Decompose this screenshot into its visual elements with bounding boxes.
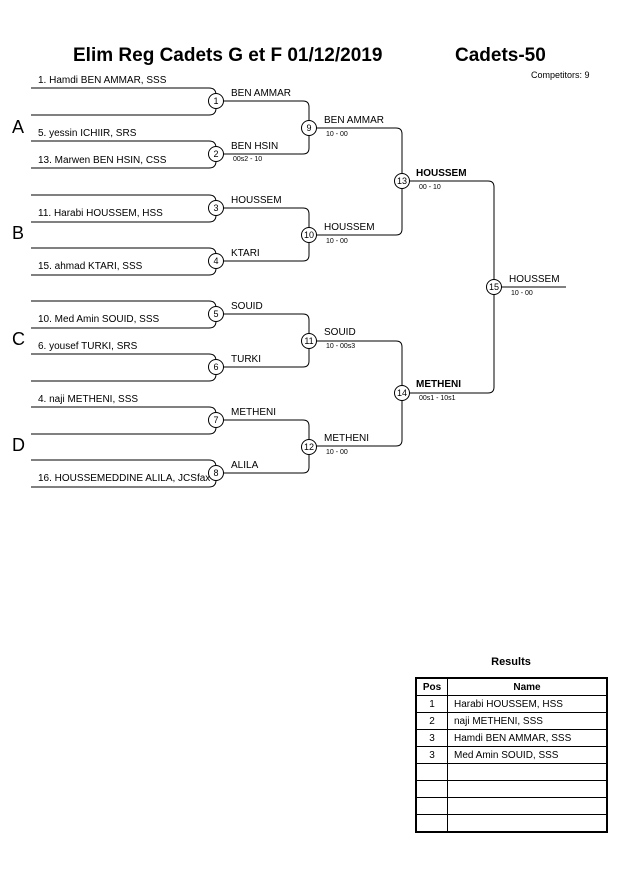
results-name (447, 814, 608, 833)
participant-name: 13. Marwen BEN HSIN, CSS (38, 155, 167, 166)
results-row (415, 797, 608, 815)
results-pos (415, 780, 448, 798)
results-header-row: Pos Name (415, 677, 608, 696)
results-name: Hamdi BEN AMMAR, SSS (447, 729, 608, 747)
match-number-badge: 10 (301, 227, 317, 243)
match-winner: METHENI (324, 433, 369, 444)
match-score: 10 - 00 (326, 449, 348, 456)
match-winner: HOUSSEM (231, 195, 282, 206)
match-number-badge: 1 (208, 93, 224, 109)
results-pos (415, 814, 448, 833)
match-number-badge: 15 (486, 279, 502, 295)
results-pos (415, 763, 448, 781)
results-pos: 2 (415, 712, 448, 730)
pool-label-a: A (12, 117, 25, 137)
results-header-name: Name (447, 677, 608, 696)
results-name: Harabi HOUSSEM, HSS (447, 695, 608, 713)
match-number-badge: 5 (208, 306, 224, 322)
results-name (447, 763, 608, 781)
results-pos: 1 (415, 695, 448, 713)
results-row (415, 814, 608, 833)
participant-name: 5. yessin ICHIIR, SRS (38, 128, 137, 139)
participant-name: 4. naji METHENI, SSS (38, 394, 139, 405)
final-winner: HOUSSEM (509, 274, 560, 285)
match-winner: BEN AMMAR (324, 115, 385, 126)
match-number-badge: 4 (208, 253, 224, 269)
results-header-pos: Pos (415, 677, 448, 696)
match-winner: SOUID (231, 301, 263, 312)
match-number-badge: 9 (301, 120, 317, 136)
event-title: Elim Reg Cadets G et F 01/12/2019 (73, 45, 383, 66)
results-pos: 3 (415, 746, 448, 764)
match-winner: METHENI (416, 379, 461, 390)
competitors-count: Competitors: 9 (531, 70, 590, 80)
pool-label-b: B (12, 223, 25, 243)
match-winner: METHENI (231, 407, 276, 418)
match-number-badge: 7 (208, 412, 224, 428)
match-winner: ALILA (231, 460, 259, 471)
pool-label-c: C (12, 329, 25, 349)
match-number-badge: 12 (301, 439, 317, 455)
pool-label-d: D (12, 435, 25, 455)
participant-name: 16. HOUSSEMEDDINE ALILA, JCSfax (38, 473, 211, 484)
participant-name: 11. Harabi HOUSSEM, HSS (38, 208, 163, 219)
match-score: 10 - 00 (326, 238, 348, 245)
match-score: 00s1 - 10s1 (419, 395, 456, 402)
match-number-badge: 6 (208, 359, 224, 375)
match-number-badge: 14 (394, 385, 410, 401)
results-pos: 3 (415, 729, 448, 747)
participant-name: 6. yousef TURKI, SRS (38, 341, 138, 352)
match-number-badge: 2 (208, 146, 224, 162)
match-winner: SOUID (324, 327, 356, 338)
match-winner: KTARI (231, 248, 260, 259)
match-winner: BEN HSIN (231, 141, 279, 152)
participant-name: 1. Hamdi BEN AMMAR, SSS (38, 75, 167, 86)
results-name: Med Amin SOUID, SSS (447, 746, 608, 764)
match-winner: BEN AMMAR (231, 88, 292, 99)
match-score: 00 - 10 (419, 184, 441, 191)
results-title: Results (491, 656, 531, 668)
results-name (447, 797, 608, 815)
results-name: naji METHENI, SSS (447, 712, 608, 730)
match-score: 10 - 00s3 (326, 343, 356, 350)
match-score: 10 - 00 (326, 131, 348, 138)
match-winner: HOUSSEM (324, 222, 375, 233)
match-winner: TURKI (231, 354, 261, 365)
match-number-badge: 3 (208, 200, 224, 216)
match-score: 00s2 - 10 (233, 156, 263, 163)
results-row (415, 763, 608, 781)
results-row (415, 780, 608, 798)
participant-name: 10. Med Amin SOUID, SSS (38, 314, 160, 325)
match-number-badge: 11 (301, 333, 317, 349)
match-winner: HOUSSEM (416, 168, 467, 179)
participant-name: 15. ahmad KTARI, SSS (38, 261, 143, 272)
results-name (447, 780, 608, 798)
results-pos (415, 797, 448, 815)
match-number-badge: 13 (394, 173, 410, 189)
final-score: 10 - 00 (511, 290, 533, 297)
category-title: Cadets-50 (455, 45, 546, 66)
match-number-badge: 8 (208, 465, 224, 481)
